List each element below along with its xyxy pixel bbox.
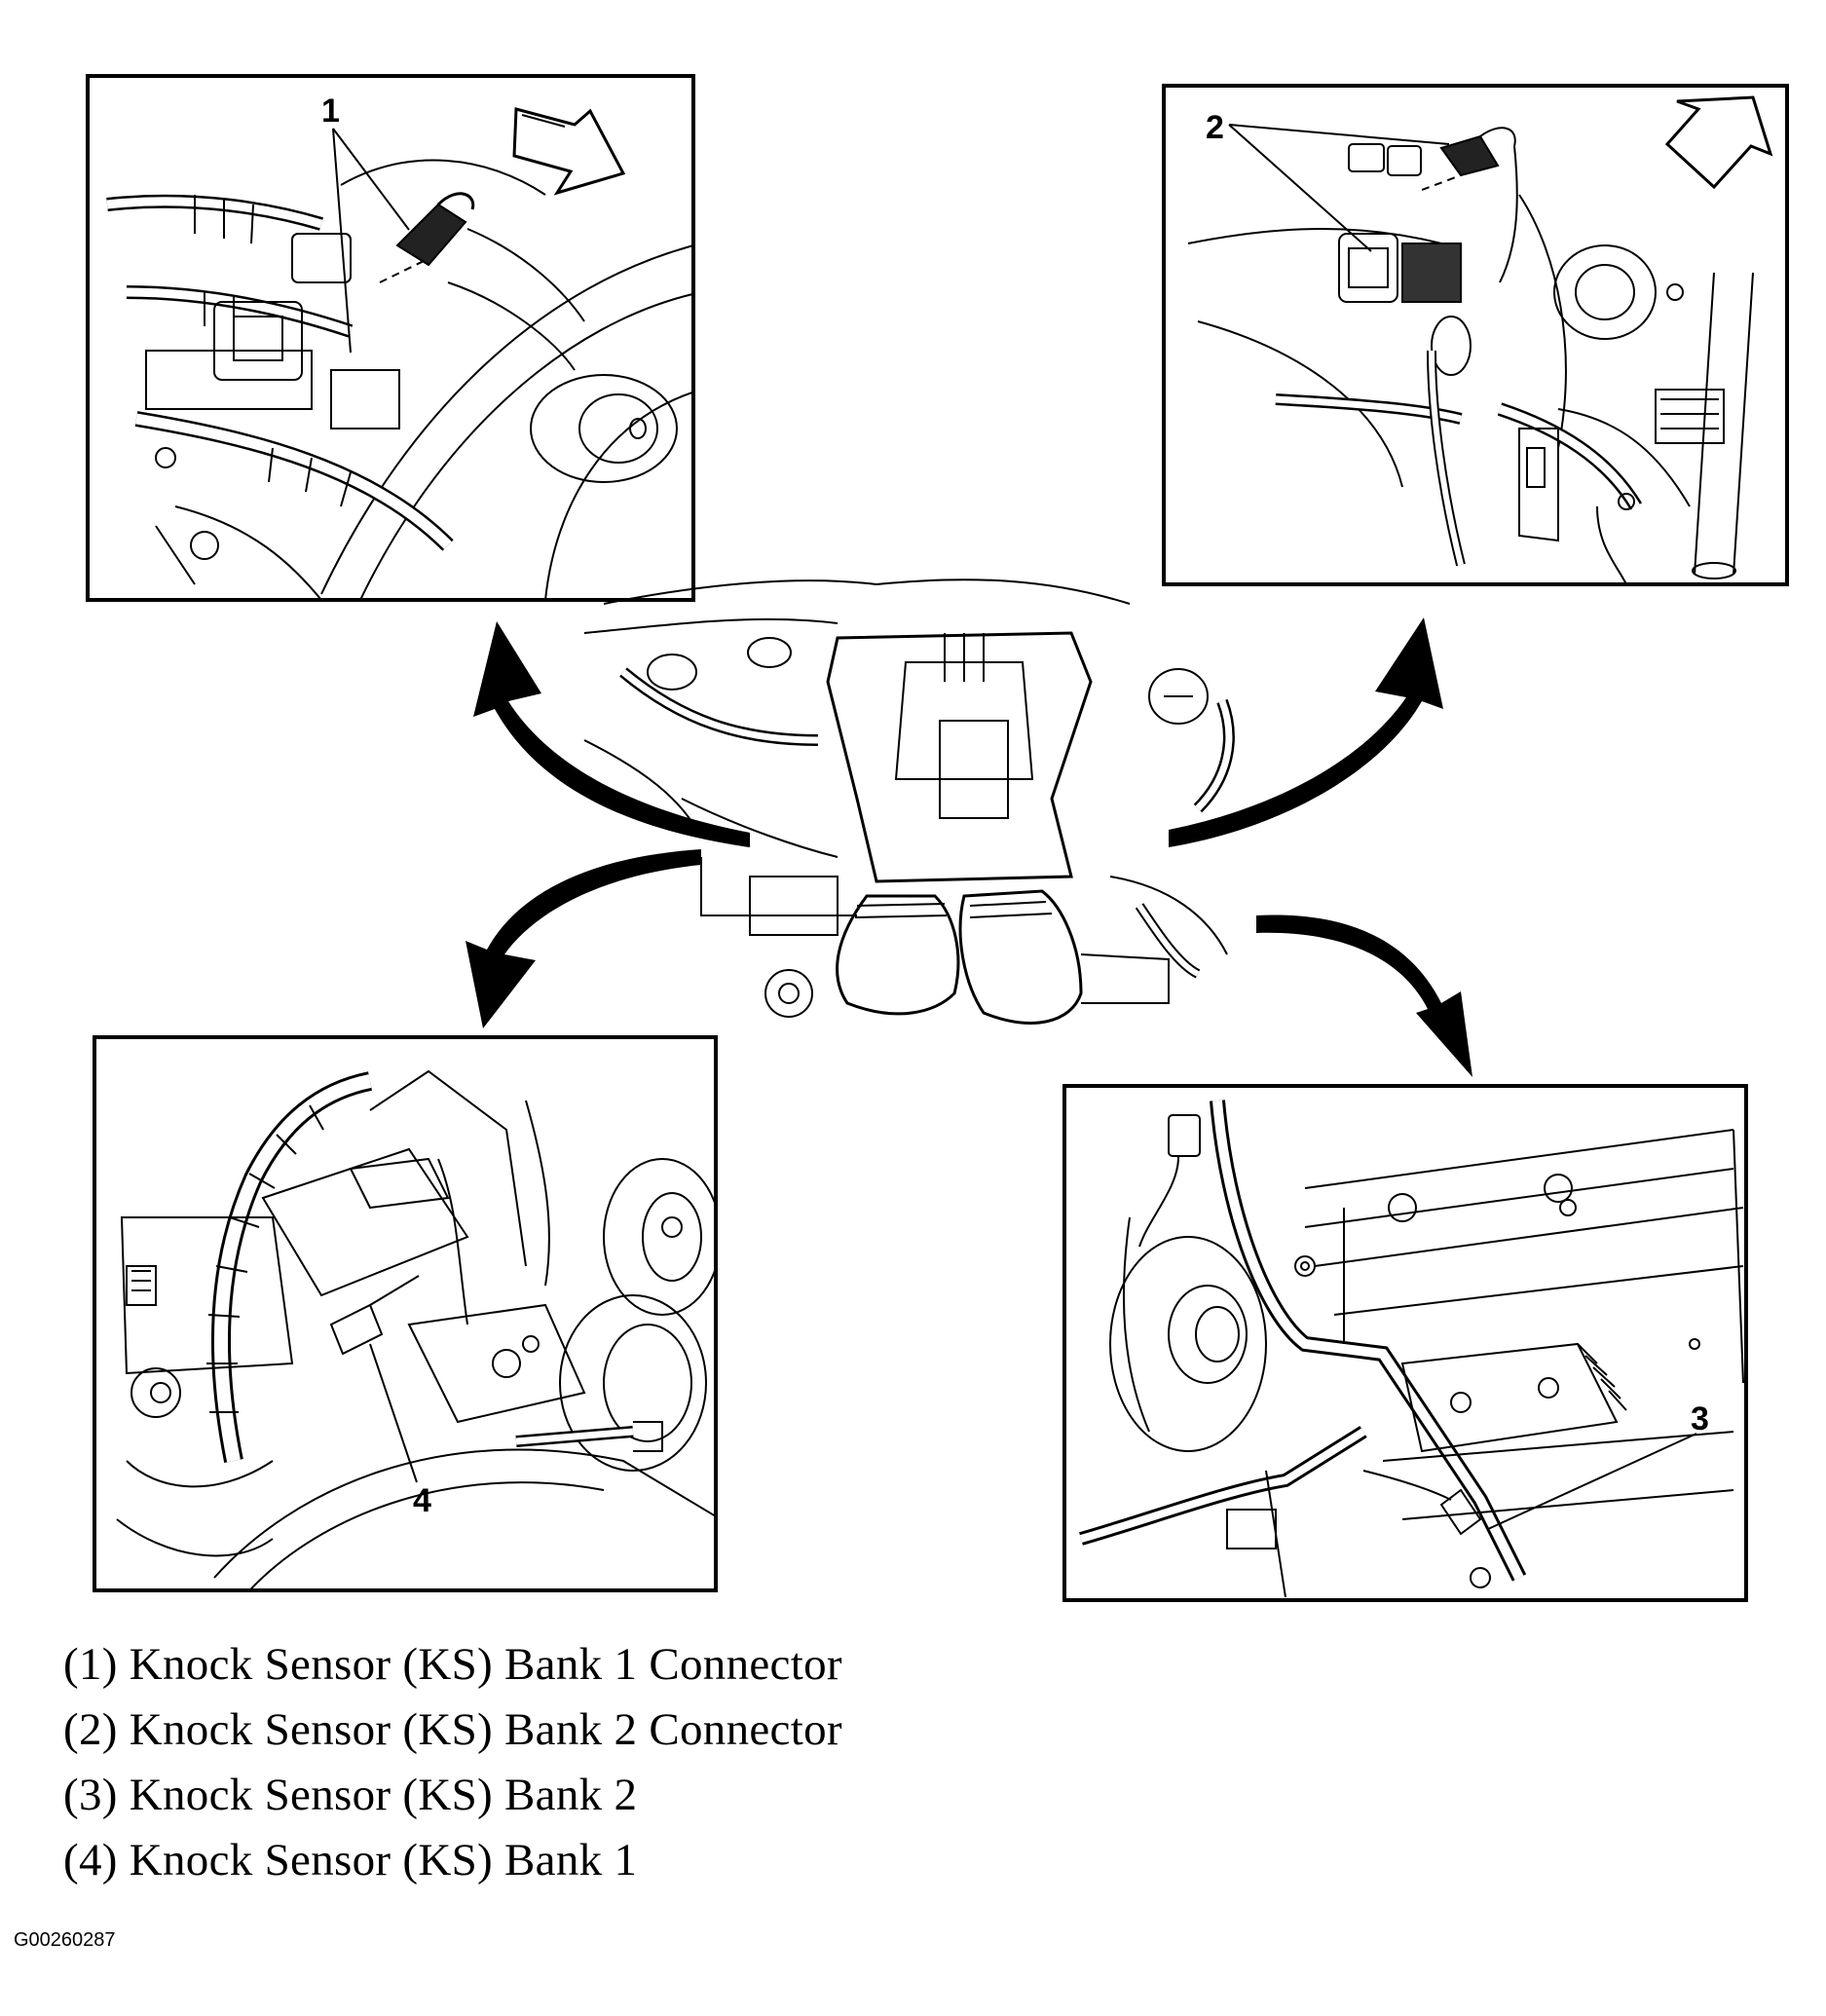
legend-item-1: (1) Knock Sensor (KS) Bank 1 Connector xyxy=(63,1639,842,1690)
figure-code: G00260287 xyxy=(14,1929,116,1951)
arrow-to-panel-2-icon xyxy=(1169,617,1443,847)
callout-1: 1 xyxy=(321,93,340,130)
legend-item-4: (4) Knock Sensor (KS) Bank 1 xyxy=(63,1835,638,1885)
arrow-to-panel-3-icon xyxy=(1256,915,1472,1077)
callout-4: 4 xyxy=(413,1482,431,1519)
callout-3-leader xyxy=(1487,1433,1697,1530)
detail-panel-top-right: 2 xyxy=(1162,84,1789,586)
callout-2: 2 xyxy=(1206,109,1224,146)
detail-panel-bottom-right: 3 xyxy=(1062,1084,1748,1602)
callout-4-leader xyxy=(369,1343,418,1483)
arrow-to-panel-1-icon xyxy=(473,621,750,847)
legend-item-3: (3) Knock Sensor (KS) Bank 2 xyxy=(63,1770,638,1820)
arrow-to-panel-4-icon xyxy=(466,849,701,1028)
curved-arrows xyxy=(466,617,1472,1077)
detail-panel-bottom-left: 4 xyxy=(93,1035,718,1592)
engine-overview xyxy=(583,579,1235,1025)
direction-arrow-icon xyxy=(1664,95,1773,190)
legend-item-2: (2) Knock Sensor (KS) Bank 2 Connector xyxy=(63,1704,842,1755)
detail-panel-top-left: 1 xyxy=(86,74,695,602)
callout-2-leader xyxy=(1228,124,1450,252)
callout-1-leader xyxy=(332,128,410,354)
legend: (1) Knock Sensor (KS) Bank 1 Connector (… xyxy=(63,1632,842,1893)
callout-3: 3 xyxy=(1691,1400,1709,1437)
direction-arrow-icon xyxy=(512,107,626,196)
